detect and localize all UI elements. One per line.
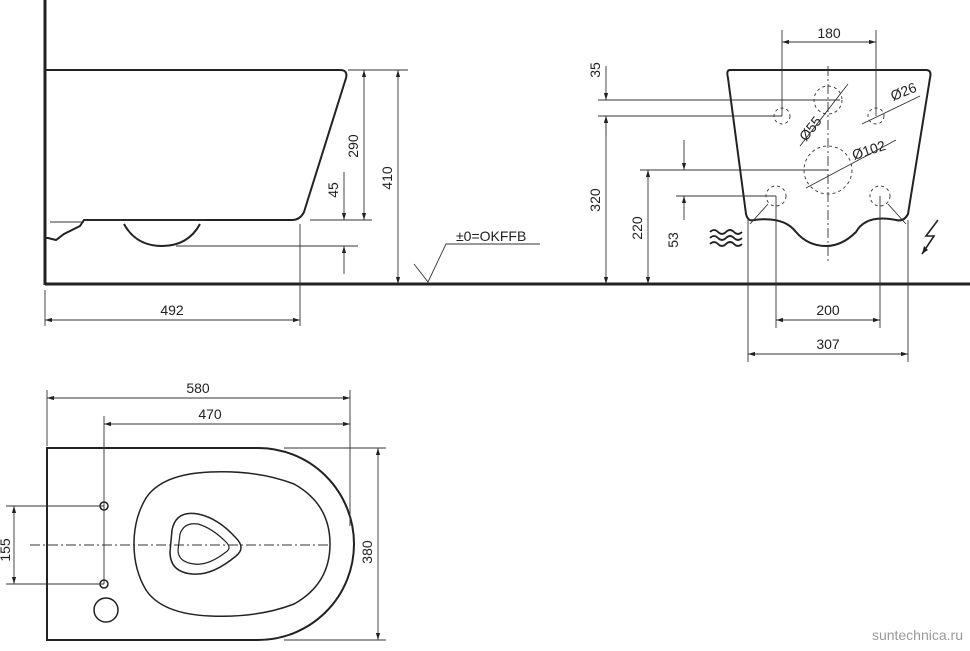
drain-inner xyxy=(177,523,230,565)
bowl-side-outline xyxy=(45,69,348,242)
dim-label-410: 410 xyxy=(379,166,395,190)
dim-label-180: 180 xyxy=(817,25,841,41)
dim-label-d26: Ø26 xyxy=(888,79,919,104)
flush-inlet-top xyxy=(93,597,119,623)
dim-label-380: 380 xyxy=(359,540,375,564)
bowl-top-outline xyxy=(46,447,355,641)
top-view: 580 470 380 155 xyxy=(0,380,386,641)
dim-label-35: 35 xyxy=(587,62,603,78)
dim-label-580: 580 xyxy=(186,380,210,396)
water-waves-icon xyxy=(709,229,743,247)
bolt-hole-lower-right xyxy=(869,185,891,207)
dim-label-470: 470 xyxy=(198,406,222,422)
leader-26 xyxy=(861,95,921,125)
rear-view: 180 35 320 220 53 Ø26 Ø55 Ø102 200 xyxy=(587,25,939,362)
drain-outer xyxy=(169,512,242,575)
floor-reference-leader xyxy=(413,243,540,283)
bowl-rear-outline xyxy=(726,69,932,248)
dim-label-307: 307 xyxy=(816,336,840,352)
dim-label-320: 320 xyxy=(587,188,603,212)
watermark: suntechnica.ru xyxy=(872,627,963,643)
electric-bolt-icon xyxy=(921,219,939,255)
dim-label-290: 290 xyxy=(345,134,361,158)
seat-inner-outline xyxy=(133,471,331,617)
dim-label-155: 155 xyxy=(0,538,13,562)
dim-label-d55: Ø55 xyxy=(796,113,825,144)
dim-label-45: 45 xyxy=(325,182,341,198)
leader-55 xyxy=(799,83,849,147)
dim-label-53: 53 xyxy=(665,232,681,248)
leader-lower-left xyxy=(749,203,769,225)
leader-lower-right xyxy=(887,203,907,225)
floor-reference-label: ±0=OKFFB xyxy=(456,228,526,244)
dim-label-492: 492 xyxy=(160,302,184,318)
dim-label-200: 200 xyxy=(816,302,840,318)
dim-label-220: 220 xyxy=(629,216,645,240)
side-view: 410 290 45 492 ±0=OKFFB xyxy=(43,0,970,326)
leader-102 xyxy=(805,139,897,189)
dim-label-d102: Ø102 xyxy=(850,137,888,163)
outlet-side xyxy=(123,223,201,248)
